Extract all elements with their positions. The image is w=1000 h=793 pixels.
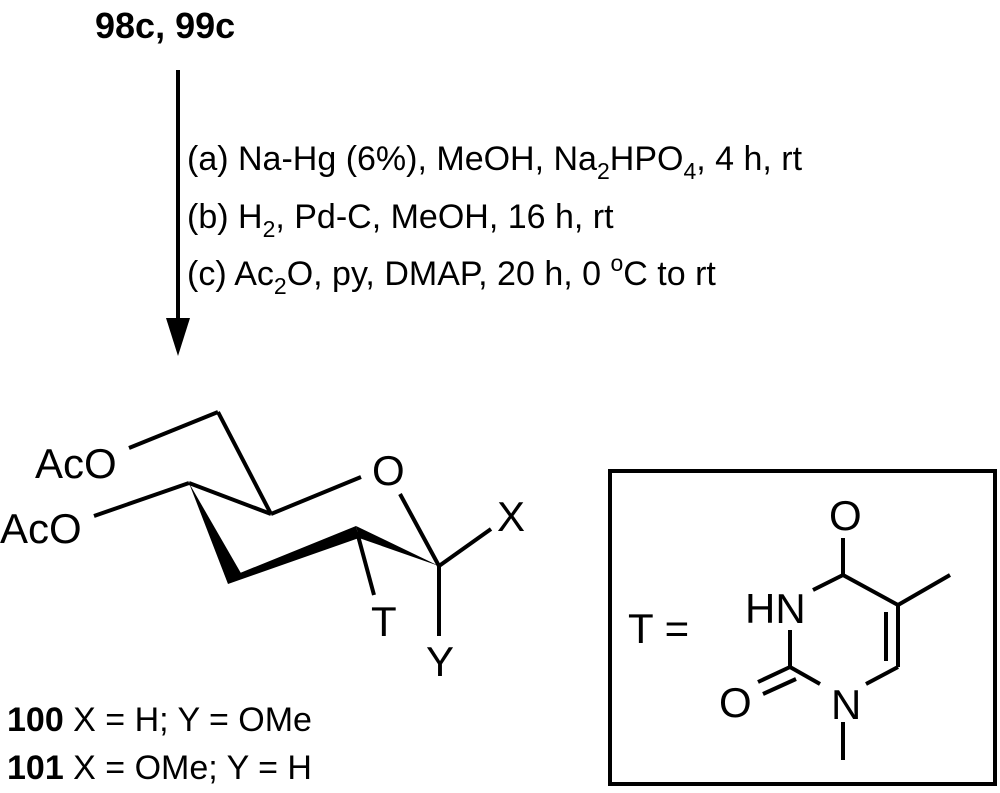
- condition-b: (b) H2, Pd-C, MeOH, 16 h, rt: [187, 198, 614, 242]
- condition-c: (c) Ac2O, py, DMAP, 20 h, 0 oC to rt: [187, 250, 716, 299]
- thymine-hn-label: HN: [745, 585, 806, 632]
- x-label: X: [497, 493, 525, 540]
- ring-oxygen-label: O: [372, 447, 405, 494]
- condition-a: (a) Na-Hg (6%), MeOH, Na2HPO4, 4 h, rt: [187, 140, 803, 184]
- t-equals-label: T =: [628, 605, 689, 652]
- product-100-label: 100 X = H; Y = OMe: [7, 701, 312, 739]
- thymine-o-left-label: O: [719, 679, 752, 726]
- product-101-label: 101 X = OMe; Y = H: [7, 749, 312, 787]
- thymine-n-label: N: [831, 681, 861, 728]
- t-label: T: [371, 598, 397, 645]
- thymine-definition-box: T = O HN O N: [608, 469, 997, 786]
- thymine-o-top-label: O: [829, 492, 862, 539]
- reaction-arrow: [166, 70, 190, 356]
- aco-lower-label: AcO: [0, 505, 82, 552]
- sugar-structure: AcO AcO O X Y T: [0, 410, 525, 685]
- starting-material-label: 98c, 99c: [95, 5, 235, 46]
- y-label: Y: [426, 638, 454, 685]
- aco-upper-label: AcO: [35, 440, 117, 487]
